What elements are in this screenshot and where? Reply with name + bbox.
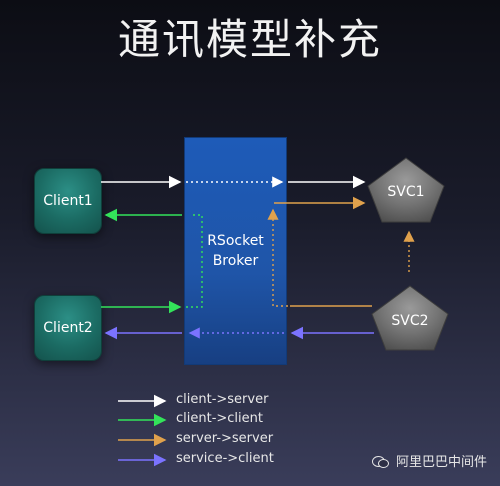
client2-node: Client2 (34, 295, 102, 361)
watermark: 阿里巴巴中间件 (372, 451, 487, 470)
legend-label-client-client: client->client (176, 411, 263, 426)
client1-node: Client1 (34, 168, 102, 234)
legend-label-client-server: client->server (176, 392, 269, 407)
broker-label: RSocket Broker (207, 233, 264, 269)
legend-label-server-server: server->server (176, 431, 274, 446)
legend-label-service-client: service->client (176, 451, 274, 466)
svc1-label: SVC1 (387, 184, 424, 200)
svc2-node: SVC2 (371, 285, 449, 351)
client1-label: Client1 (43, 193, 93, 209)
client2-label: Client2 (43, 320, 93, 336)
rsocket-broker: RSocket Broker (184, 137, 287, 365)
page-title: 通讯模型补充 (117, 15, 382, 64)
arrow-broker-green-route (186, 214, 203, 308)
svc2-label: SVC2 (391, 313, 428, 329)
wechat-icon (372, 454, 390, 468)
watermark-text: 阿里巴巴中间件 (396, 455, 488, 470)
arrow-broker-orange-route (267, 208, 288, 307)
svc1-node: SVC1 (367, 157, 445, 223)
